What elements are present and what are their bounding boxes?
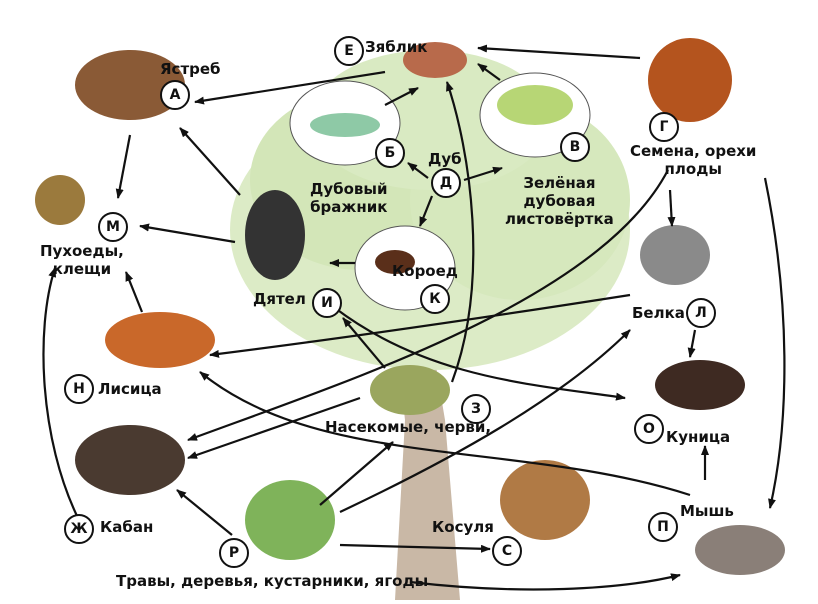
plants-label: Травы, деревья, кустарники, ягоды: [116, 572, 429, 590]
arrow-squirrel-marten: [687, 329, 697, 358]
marten-image: [655, 360, 745, 410]
arrow-tortrix-finch: [477, 63, 501, 81]
arrow-oak-tortrix: [463, 166, 503, 182]
arrow-plants-squirrel: [339, 329, 631, 513]
barkbeetle-letter: К: [420, 284, 450, 314]
arrow-insects-woodpecker: [342, 317, 386, 369]
marten-letter: О: [634, 414, 664, 444]
mouse-image: [695, 525, 785, 575]
lice-image: [35, 175, 85, 225]
arrow-finch-hawk: [194, 70, 386, 105]
arrow-insects-finch: [445, 81, 475, 383]
oak-label: Дуб: [428, 150, 462, 168]
hornworm-letter: Б: [375, 138, 405, 168]
arrow-seeds-boar: [187, 169, 669, 442]
arrow-squirrel-fox: [209, 293, 631, 358]
marten-label: Куница: [666, 428, 731, 446]
arrow-plants-insects: [319, 441, 394, 506]
squirrel-label: Белка: [632, 304, 685, 322]
fox-letter: Н: [64, 374, 94, 404]
boar-image: [75, 425, 185, 495]
fox-image: [105, 312, 215, 368]
tortrix-letter: В: [560, 132, 590, 162]
mouse-label: Мышь: [680, 502, 734, 520]
seeds-letter: Г: [649, 112, 679, 142]
mouse-letter: П: [648, 512, 678, 542]
lice-letter: М: [98, 212, 128, 242]
arrow-fox-lice: [124, 271, 144, 313]
seeds-image: [648, 38, 732, 122]
barkbeetle-image: [375, 250, 415, 274]
finch-letter: Е: [334, 36, 364, 66]
finch-image: [403, 42, 467, 78]
arrow-oak-hornworm: [407, 162, 429, 179]
lice-label: Пухоеды,клещи: [40, 242, 124, 278]
arrow-plants-mouse: [409, 573, 681, 591]
insects-label: Насекомые, черви,: [325, 418, 492, 436]
hawk-letter: А: [160, 80, 190, 110]
arrow-seeds-finch: [477, 44, 641, 60]
hawk-image: [75, 50, 185, 120]
plants-image: [245, 480, 335, 560]
arrow-woodpecker-lice: [139, 223, 236, 244]
boar-letter: Ж: [64, 514, 94, 544]
roe-letter: С: [492, 536, 522, 566]
hornworm-image: [310, 113, 380, 137]
barkbeetle-label: Короед: [392, 262, 458, 280]
squirrel-image: [640, 225, 710, 285]
arrow-plants-roe: [339, 543, 491, 553]
arrows: [42, 44, 786, 591]
boar-label: Кабан: [100, 518, 154, 536]
hawk-label: Ястреб: [160, 60, 221, 78]
woodpecker-letter: И: [312, 288, 342, 318]
arrow-seeds-mouse: [763, 177, 786, 509]
arrow-oak-barkbeetle: [418, 195, 434, 227]
arrow-plants-boar: [176, 489, 233, 536]
arrow-insects-boar: [187, 396, 361, 460]
woodpecker-label: Дятел: [253, 290, 306, 308]
fox-label: Лисица: [98, 380, 162, 398]
oak-letter: Д: [431, 168, 461, 198]
woodpecker-image: [245, 190, 305, 280]
arrow-boar-lice: [42, 267, 79, 519]
insects-image: [370, 365, 450, 415]
arrow-woodpecker-hawk: [179, 127, 241, 196]
arrow-hawk-lice: [115, 134, 132, 199]
arrow-mouse-fox: [199, 371, 691, 497]
roe-image: [500, 460, 590, 540]
squirrel-letter: Л: [686, 298, 716, 328]
arrow-hornworm-finch: [384, 87, 419, 106]
tortrix-image: [497, 85, 573, 125]
plants-letter: Р: [219, 538, 249, 568]
roe-label: Косуля: [432, 518, 494, 536]
finch-label: Зяблик: [365, 38, 428, 56]
arrow-seeds-squirrel: [667, 189, 676, 227]
insects-letter: З: [461, 394, 491, 424]
